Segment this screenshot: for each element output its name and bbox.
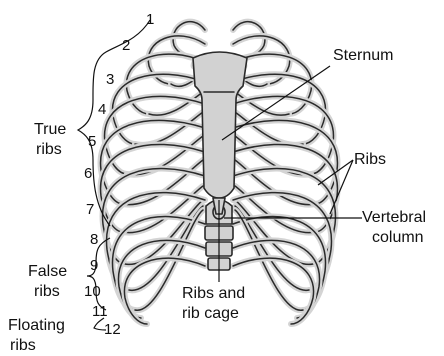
label-false-ribs-line1: False (28, 263, 67, 280)
rib-number-9: 9 (90, 257, 98, 274)
rib-number-2: 2 (122, 37, 130, 54)
label-ribcage-line1: Ribs and (182, 285, 245, 302)
rib-number-11: 11 (92, 303, 108, 320)
label-false-ribs-line2: ribs (34, 283, 60, 300)
rib-number-12: 12 (104, 321, 121, 338)
rib-number-3: 3 (106, 71, 114, 88)
rib-number-10: 10 (84, 283, 101, 300)
label-sternum: Sternum (333, 47, 393, 64)
label-ribs: Ribs (354, 151, 386, 168)
label-ribcage-line2: rib cage (182, 305, 239, 322)
rib-number-6: 6 (84, 165, 92, 182)
rib-number-7: 7 (86, 201, 94, 218)
rib-number-8: 8 (90, 231, 98, 248)
rib-number-5: 5 (88, 133, 96, 150)
rib-number-4: 4 (98, 101, 106, 118)
rib-number-1: 1 (146, 11, 154, 28)
label-true-ribs-line1: True (34, 121, 66, 138)
label-vertebral-line1: Vertebral (362, 209, 426, 226)
label-true-ribs-line2: ribs (36, 141, 62, 158)
label-vertebral-line2: column (372, 229, 424, 246)
label-floating-line1: Floating (8, 317, 65, 334)
label-floating-line2: ribs (10, 337, 36, 354)
